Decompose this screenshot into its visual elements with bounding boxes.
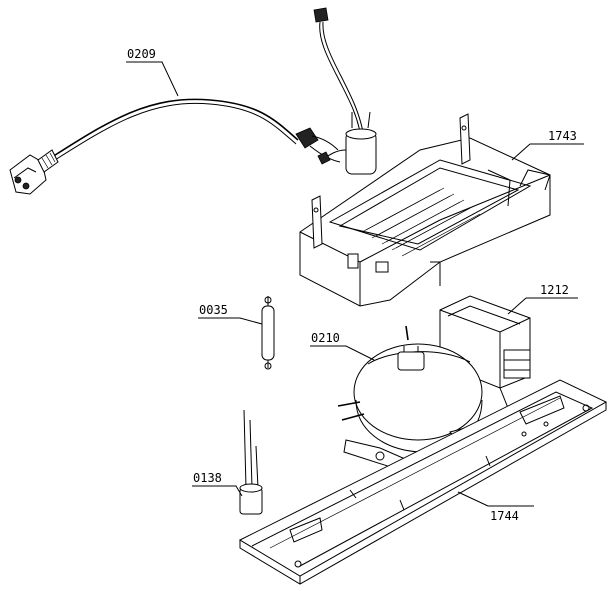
label-1212: 1212 (540, 283, 569, 297)
label-0138: 0138 (193, 471, 222, 485)
base-plate-part (238, 379, 608, 585)
label-0209: 0209 (127, 47, 156, 61)
housing-tray-part (299, 113, 551, 307)
power-cord-part (9, 98, 341, 195)
leader-lines (126, 61, 584, 507)
label-1743: 1743 (548, 129, 577, 143)
filter-drier-part (261, 296, 275, 370)
capacitor-assembly (313, 7, 377, 175)
label-1744: 1744 (490, 509, 519, 523)
label-0210: 0210 (311, 331, 340, 345)
label-0035: 0035 (199, 303, 228, 317)
thermostat-part (239, 409, 263, 515)
